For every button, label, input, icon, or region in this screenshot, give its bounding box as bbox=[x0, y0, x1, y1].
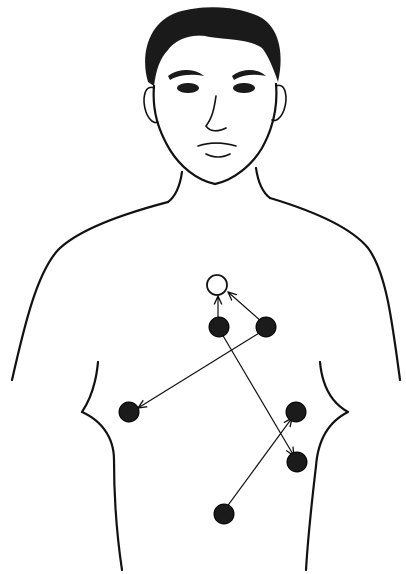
left-eye bbox=[177, 83, 199, 93]
point-2 bbox=[256, 317, 276, 337]
open-point bbox=[207, 275, 227, 295]
point-5 bbox=[287, 452, 307, 472]
point-4 bbox=[286, 402, 306, 422]
lower-lip bbox=[206, 154, 230, 157]
nose bbox=[206, 96, 226, 131]
point-1 bbox=[209, 317, 229, 337]
left-eyebrow bbox=[168, 70, 204, 80]
point-6 bbox=[214, 504, 234, 524]
left-shoulder bbox=[12, 202, 168, 380]
arrow-point2-to-point3 bbox=[138, 330, 264, 408]
right-torso bbox=[306, 362, 348, 570]
neck-left bbox=[168, 172, 182, 202]
right-shoulder bbox=[270, 198, 400, 380]
left-torso bbox=[82, 362, 122, 570]
arrow-point6-to-point4 bbox=[226, 418, 292, 508]
right-eye bbox=[233, 83, 255, 93]
mouth bbox=[198, 143, 236, 146]
neck-right bbox=[256, 168, 270, 198]
right-eyebrow bbox=[232, 70, 266, 80]
point-3 bbox=[119, 402, 139, 422]
arrow-point2-to-open bbox=[228, 292, 262, 322]
arrow-point1-to-point5 bbox=[222, 334, 294, 456]
